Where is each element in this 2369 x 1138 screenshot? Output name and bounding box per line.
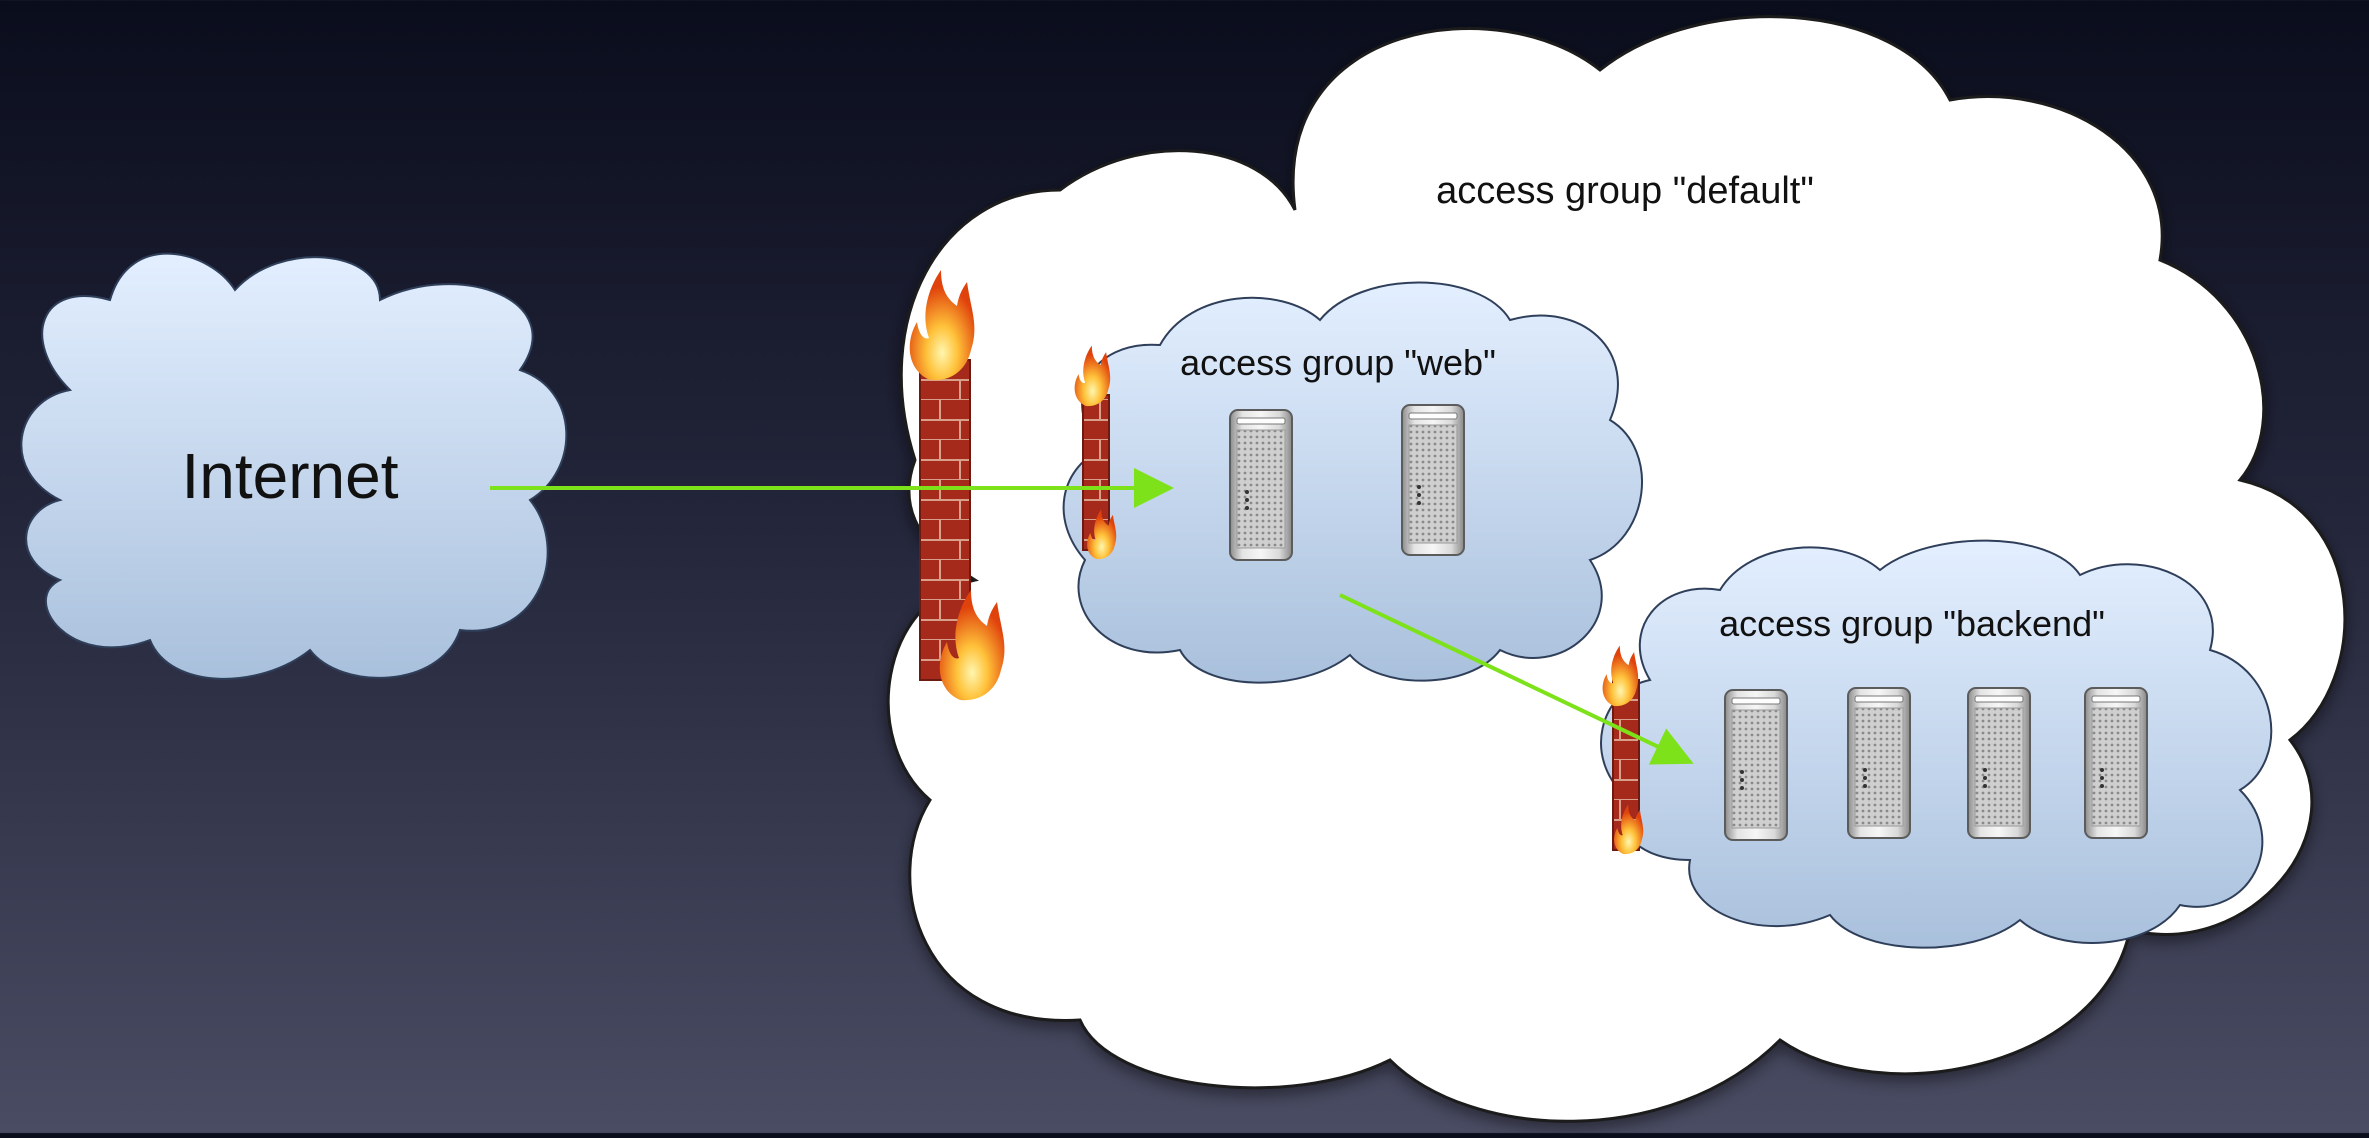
server-icon <box>1724 689 1788 841</box>
server-icon <box>2084 687 2148 839</box>
server-icon <box>1229 409 1293 561</box>
web-firewall-icon <box>1074 345 1117 560</box>
web-group-label: access group "web" <box>1180 342 1496 383</box>
cloud-backend <box>1600 539 2273 949</box>
arrow-web-to-backend <box>1339 593 1694 765</box>
server-icon <box>1401 404 1465 556</box>
cloud-web <box>1062 281 1643 684</box>
internet-label: Internet <box>181 440 398 512</box>
default-group-label: access group "default" <box>1436 170 1814 212</box>
backend-group-label: access group "backend" <box>1719 603 2105 644</box>
cloud-internet <box>20 252 568 680</box>
server-icon <box>1967 687 2031 839</box>
server-icon <box>1847 687 1911 839</box>
backend-firewall-icon <box>1602 645 1644 855</box>
firewall-icon <box>909 270 1005 701</box>
